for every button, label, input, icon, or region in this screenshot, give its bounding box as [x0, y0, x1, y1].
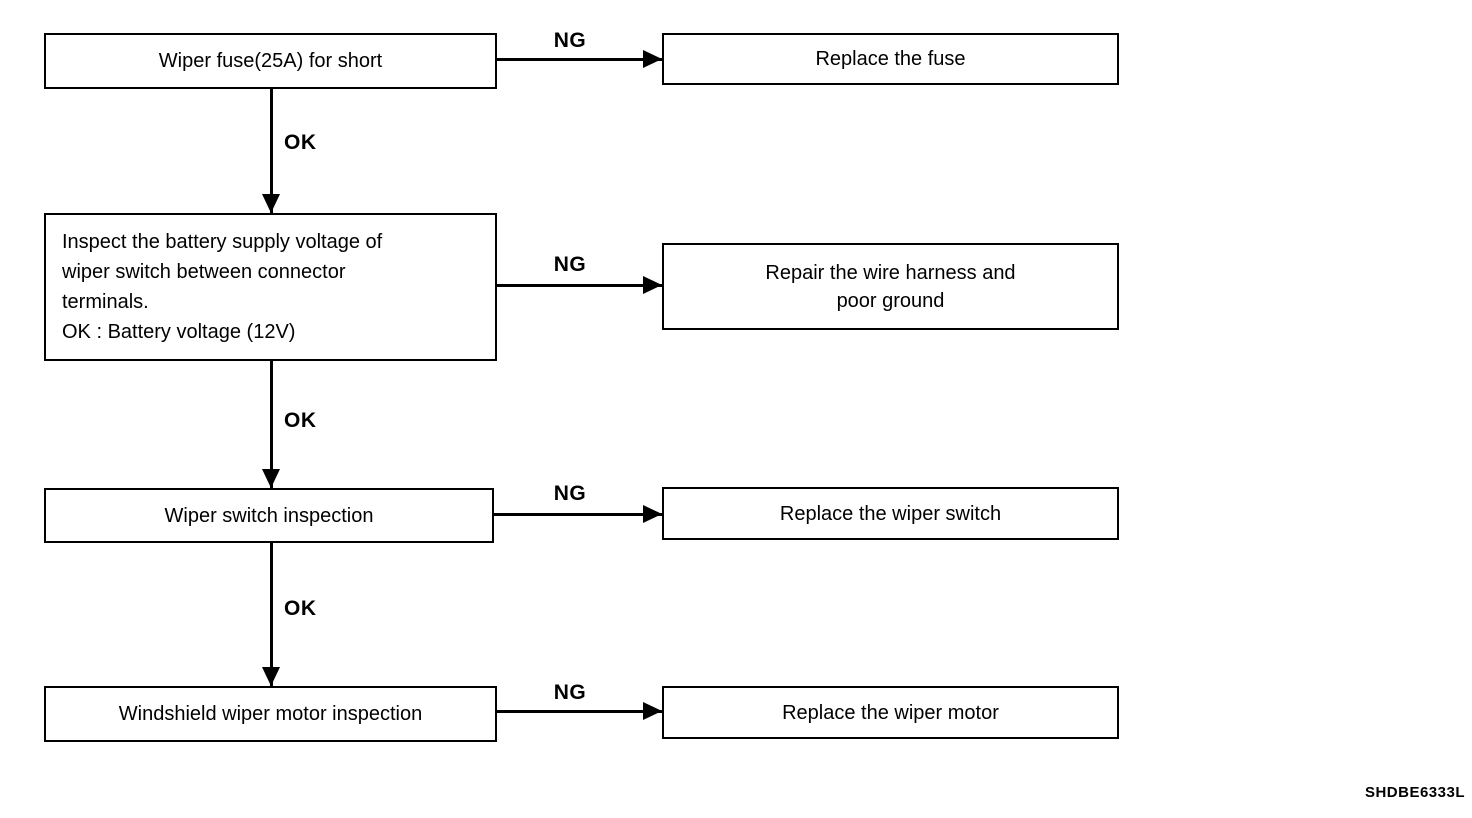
arrowhead-right-icon — [643, 50, 662, 68]
ok-arrow-3 — [262, 543, 280, 686]
check-box-wiper-fuse: Wiper fuse(25A) for short — [44, 33, 497, 89]
action-box-repair-harness: Repair the wire harness and poor ground — [662, 243, 1119, 330]
check-box-wiper-switch: Wiper switch inspection — [44, 488, 494, 543]
ok-arrow-2 — [262, 361, 280, 488]
ng-arrow-2 — [497, 276, 662, 294]
box-text-line: Windshield wiper motor inspection — [118, 703, 423, 725]
ng-arrow-3 — [494, 505, 662, 523]
arrowhead-down-icon — [262, 194, 280, 213]
action-box-replace-fuse: Replace the fuse — [662, 33, 1119, 85]
box-text-line: Replace the wiper switch — [779, 502, 1002, 525]
figure-code: SHDBE6333L — [1364, 784, 1465, 801]
check-box-wiper-motor: Windshield wiper motor inspection — [44, 686, 497, 742]
ok-label-1: OK — [284, 131, 317, 154]
action-box-replace-switch: Replace the wiper switch — [662, 487, 1119, 540]
arrowhead-right-icon — [643, 702, 662, 720]
ng-label-2: NG — [553, 253, 587, 276]
box-text-line: OK : Battery voltage (12V) — [62, 321, 296, 343]
box-text-line: terminals. — [62, 291, 149, 313]
box-text-line: Wiper fuse(25A) for short — [158, 50, 383, 72]
box-text-line: Inspect the battery supply voltage of — [62, 231, 383, 253]
check-box-battery-voltage: Inspect the battery supply voltage of wi… — [44, 213, 497, 361]
arrowhead-down-icon — [262, 469, 280, 488]
box-text-line: wiper switch between connector — [62, 261, 346, 283]
ng-label-3: NG — [553, 482, 587, 505]
box-text-line: poor ground — [836, 289, 945, 312]
action-box-replace-motor: Replace the wiper motor — [662, 686, 1119, 739]
ok-arrow-1 — [262, 89, 280, 213]
ok-label-2: OK — [284, 409, 317, 432]
arrowhead-right-icon — [643, 505, 662, 523]
arrowhead-down-icon — [262, 667, 280, 686]
box-text-line: Wiper switch inspection — [164, 504, 374, 527]
box-text-line: Repair the wire harness and — [765, 261, 1016, 284]
ok-label-3: OK — [284, 597, 317, 620]
box-text-line: Replace the fuse — [815, 48, 966, 70]
ng-arrow-1 — [497, 50, 662, 68]
ng-label-1: NG — [553, 29, 587, 52]
arrowhead-right-icon — [643, 276, 662, 294]
ng-label-4: NG — [553, 681, 587, 704]
box-text-line: Replace the wiper motor — [782, 701, 999, 724]
ng-arrow-4 — [497, 702, 662, 720]
